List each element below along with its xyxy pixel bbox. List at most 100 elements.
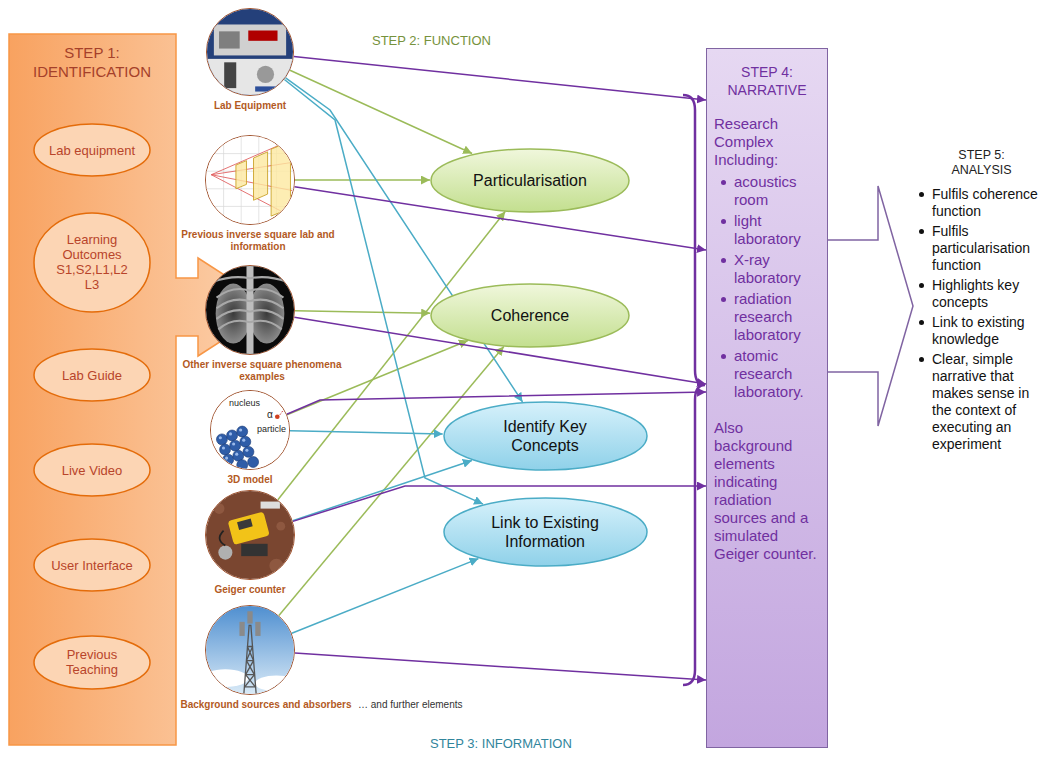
- narrative-box: STEP 4: NARRATIVE Research Complex Includ…: [706, 48, 828, 748]
- free-label: STEP 3: INFORMATION: [430, 736, 572, 752]
- list-text: acoustics room: [734, 173, 820, 209]
- caption-anchor: Geiger counter: [180, 584, 320, 596]
- step-oval: Learning Outcomes S1,S2,L1,L2 L3: [33, 212, 151, 313]
- illustration: [206, 136, 294, 224]
- list-text: X-ray laboratory: [734, 251, 820, 287]
- list-text: Fulfils coherence function: [932, 186, 1047, 220]
- list-text: Link to existing knowledge: [932, 314, 1047, 348]
- bullet-dot: [721, 180, 726, 185]
- step-oval: Previous Teaching: [33, 635, 151, 690]
- connector: [290, 70, 472, 153]
- oval-shape: [444, 498, 647, 566]
- bullet-dot: [919, 192, 924, 197]
- free-label: α: [267, 409, 273, 421]
- oval-shape: [431, 149, 629, 212]
- label-anchor: α: [267, 409, 273, 421]
- connector: [294, 57, 706, 100]
- bullet-dot: [721, 297, 726, 302]
- picture-disc: [205, 490, 295, 580]
- list-item: Fulfils coherence function: [916, 186, 1047, 220]
- caption-anchor: Lab Equipment: [175, 100, 325, 112]
- oval-outline: [443, 497, 648, 567]
- list-item: radiation research laboratory: [714, 290, 820, 344]
- bullet-dot: [919, 283, 924, 288]
- illustration: [206, 491, 294, 579]
- label-anchor: STEP 3: INFORMATION: [430, 736, 572, 752]
- oval-outline: [443, 401, 648, 471]
- list-item: light laboratory: [714, 212, 820, 248]
- free-label: nucleus: [229, 398, 260, 409]
- image-circle: Geiger counter: [205, 490, 295, 580]
- step-heading: STEP 4: NARRATIVE: [714, 63, 820, 99]
- connector: [292, 559, 479, 634]
- narrative-text: Research Complex Including:: [714, 115, 820, 169]
- oval-shape: [34, 636, 150, 689]
- label-anchor: … and further elements: [358, 699, 463, 711]
- oval-shape: [34, 539, 150, 591]
- connector: [295, 653, 706, 680]
- step-oval: User Interface: [33, 538, 151, 592]
- illustration-picture: [206, 606, 294, 694]
- step-item: Learning Outcomes S1,S2,L1,L2 L3: [49, 232, 135, 292]
- image-caption: 3D model: [190, 474, 310, 486]
- bullet-dot: [919, 357, 924, 362]
- step-oval: Live Video: [33, 443, 151, 497]
- image-circle: Previous inverse square lab and informat…: [205, 135, 295, 225]
- oval-text: Link to Existing Information: [479, 513, 611, 551]
- caption-anchor: Background sources and absorbers: [174, 699, 358, 711]
- step-oval: Lab Guide: [33, 348, 151, 402]
- step-heading: STEP 1: IDENTIFICATION: [8, 33, 176, 81]
- illustration: [207, 9, 293, 95]
- illustration-picture: [207, 9, 293, 95]
- step-item: Live Video: [62, 463, 122, 478]
- list-item: Highlights key concepts: [916, 277, 1047, 311]
- image-circle: Lab Equipment: [206, 8, 294, 96]
- picture-disc: [205, 135, 295, 225]
- picture-disc: [205, 605, 295, 695]
- function-oval: Particularisation: [430, 148, 630, 213]
- list-text: radiation research laboratory: [734, 290, 820, 344]
- connector: [295, 179, 430, 181]
- oval-text: Coherence: [491, 306, 569, 325]
- image-caption: Previous inverse square lab and informat…: [174, 229, 342, 253]
- free-label: particle: [257, 424, 286, 435]
- connector: [290, 431, 443, 434]
- image-caption: Lab Equipment: [175, 100, 325, 112]
- information-oval: Identify Key Concepts: [443, 401, 648, 471]
- bullet-dot: [721, 258, 726, 263]
- list-text: light laboratory: [734, 212, 820, 248]
- list-text: Highlights key concepts: [932, 277, 1047, 311]
- list-text: atomic research laboratory.: [734, 347, 820, 401]
- list-item: X-ray laboratory: [714, 251, 820, 287]
- illustration: [206, 266, 294, 354]
- oval-shape: [34, 213, 150, 312]
- image-circle: Background sources and absorbers: [205, 605, 295, 695]
- step-item: Lab equipment: [49, 143, 135, 158]
- illustration-picture: [211, 391, 289, 469]
- bullet-dot: [919, 320, 924, 325]
- list-item: Link to existing knowledge: [916, 314, 1047, 348]
- free-label: … and further elements: [358, 699, 463, 711]
- list-item: atomic research laboratory.: [714, 347, 820, 401]
- connector: [293, 461, 472, 521]
- step-oval: Lab equipment: [33, 123, 151, 177]
- list-item: Clear, simple narrative that makes sense…: [916, 351, 1047, 453]
- label-anchor: nucleus: [229, 398, 260, 409]
- list-item: acoustics room: [714, 173, 820, 209]
- information-oval: Link to Existing Information: [443, 497, 648, 567]
- illustration: [206, 606, 294, 694]
- oval-shape: [34, 444, 150, 496]
- image-caption: Geiger counter: [180, 584, 320, 596]
- connector: [287, 341, 468, 415]
- oval-shape: [34, 349, 150, 401]
- oval-shape: [444, 402, 647, 470]
- label-anchor: particle: [257, 424, 286, 435]
- image-circle: Other inverse square phenomena examples: [205, 265, 295, 355]
- illustration-picture: [206, 136, 294, 224]
- narrative-text: Also background elements indicating radi…: [714, 419, 820, 563]
- oval-text: Identify Key Concepts: [479, 417, 611, 455]
- step-item: Lab Guide: [62, 368, 122, 383]
- caption-anchor: 3D model: [190, 474, 310, 486]
